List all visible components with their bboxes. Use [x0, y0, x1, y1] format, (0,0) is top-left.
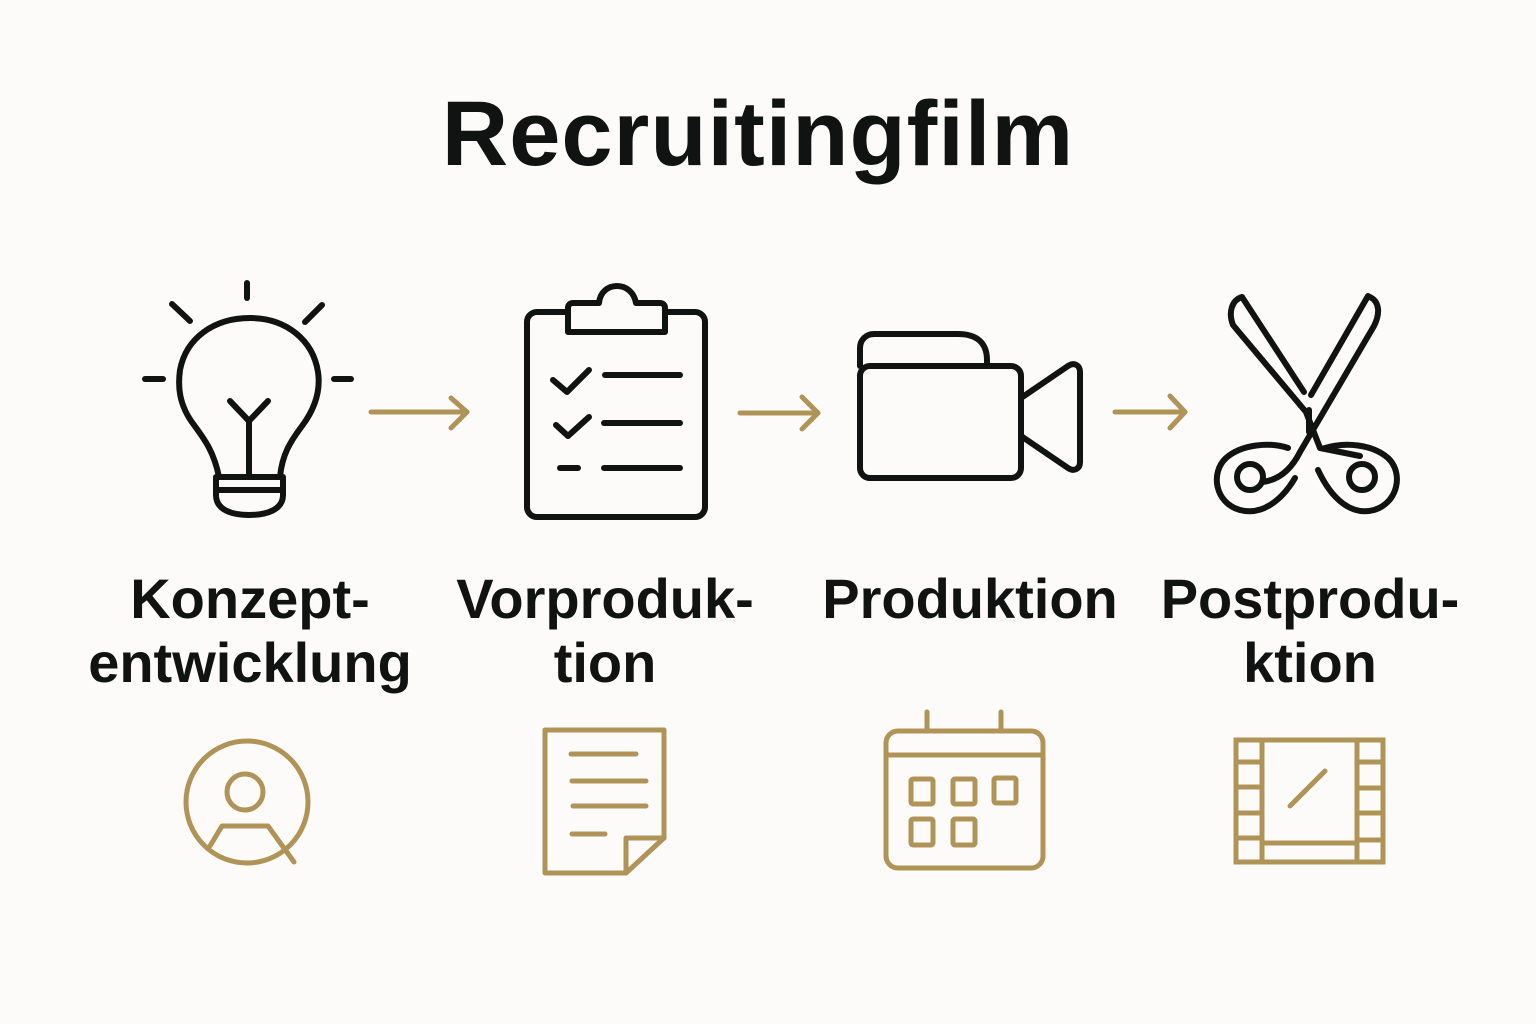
step-label-line1: Produktion [822, 567, 1118, 630]
arrow-right-icon [368, 395, 474, 431]
step-label-konzeptentwicklung: Konzept- entwicklung [60, 567, 440, 695]
step-label-line2: ktion [1243, 631, 1377, 694]
page-title: Recruitingfilm [441, 83, 1075, 185]
arrow-right-icon [736, 393, 828, 433]
video-camera-icon [852, 325, 1087, 485]
step-label-line1: Postprodu- [1160, 567, 1460, 630]
arrow-right-icon [1110, 392, 1194, 432]
step-label-postproduktion: Postprodu- ktion [1140, 567, 1480, 695]
step-label-line1: Vorproduk- [456, 567, 754, 630]
step-label-produktion: Produktion [800, 567, 1140, 631]
document-icon [540, 725, 670, 880]
clipboard-checklist-icon [520, 280, 715, 525]
lightbulb-icon [138, 275, 358, 525]
step-label-vorproduktion: Vorproduk- tion [420, 567, 790, 695]
step-label-line2: entwicklung [88, 631, 412, 694]
step-label-line1: Konzept- [130, 567, 370, 630]
user-circle-icon [180, 735, 311, 870]
film-strip-icon [1228, 733, 1390, 871]
scissors-icon [1205, 285, 1410, 525]
step-label-line2: tion [553, 631, 657, 694]
calendar-icon [880, 705, 1050, 875]
